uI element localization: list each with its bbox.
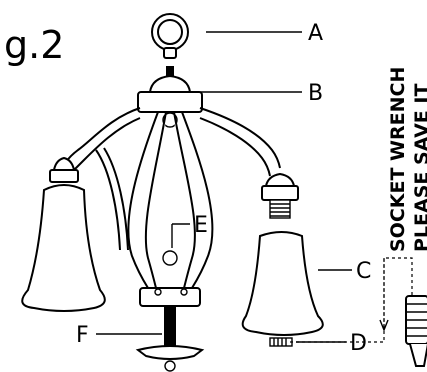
label-e: E (194, 213, 208, 238)
part-f-threaded-rod (135, 306, 205, 372)
socket-wrench (405, 295, 427, 367)
side-note-line1: SOCKET WRENCH (387, 67, 409, 252)
label-c: C (356, 259, 371, 284)
part-a-ring-loop (151, 13, 189, 59)
label-a: A (308, 21, 323, 46)
part-e-ball (162, 250, 178, 266)
leader-lines (96, 31, 352, 343)
lamp-arms (65, 107, 281, 289)
label-b: B (308, 81, 323, 106)
right-socket (261, 172, 299, 219)
label-f: F (76, 323, 89, 348)
part-d-nut (269, 337, 293, 347)
part-b-cluster-body (137, 66, 203, 128)
lower-body (139, 287, 201, 307)
dashed-guides (290, 257, 413, 343)
part-c-glass-shade (241, 231, 324, 336)
left-glass-shade (21, 156, 106, 312)
label-d: D (350, 331, 367, 356)
side-note-line2: PLEASE SAVE IT (411, 84, 427, 252)
figure-label: g.2 (4, 23, 64, 67)
